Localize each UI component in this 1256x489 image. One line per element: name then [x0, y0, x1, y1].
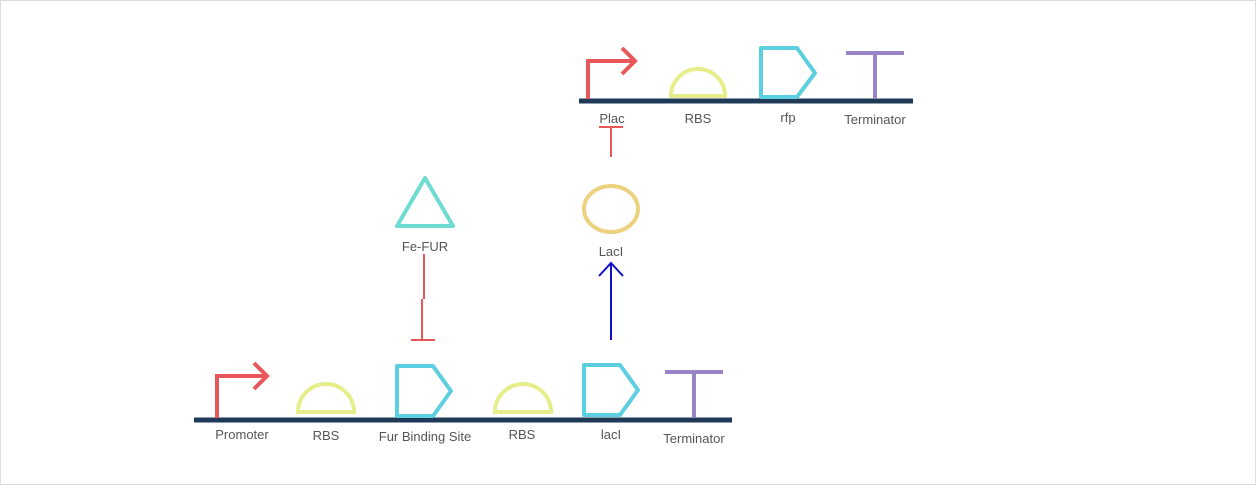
part-label-rbs-2: RBS [509, 427, 536, 442]
part-label-terminator: Terminator [844, 112, 906, 127]
terminator-t-icon [846, 51, 904, 99]
cds-pentagon-icon [759, 46, 817, 99]
promoter-arrow-icon [215, 361, 270, 418]
laci-molecule: LacI [582, 184, 640, 259]
laci-label: LacI [599, 244, 624, 259]
fe-fur-label: Fe-FUR [402, 239, 448, 254]
part-label-fur-binding-site: Fur Binding Site [379, 429, 472, 444]
oval-icon [582, 184, 640, 234]
rbs-semicircle-icon [668, 67, 728, 98]
part-label-rbs: RBS [685, 111, 712, 126]
part-label-promoter: Promoter [215, 427, 269, 442]
rbs-semicircle-icon [295, 382, 357, 414]
part-label-rfp: rfp [780, 110, 795, 125]
part-label-laci-gene: lacI [601, 427, 621, 442]
activation-laci-gene-to-laci [598, 261, 624, 340]
part-label-plac: Plac [599, 111, 625, 126]
part-label-terminator: Terminator [663, 431, 725, 446]
terminator-t-icon [665, 370, 723, 418]
triangle-icon [395, 176, 455, 228]
repression-laci-to-plac [599, 126, 623, 157]
repression-fefur-to-fur-site [411, 254, 435, 341]
part-label-rbs-1: RBS [313, 428, 340, 443]
rbs-semicircle-icon [492, 382, 554, 414]
upper-device: Plac RBS rfp Terminator [579, 46, 913, 127]
fe-fur-molecule: Fe-FUR [395, 176, 455, 254]
cds-pentagon-icon [582, 363, 640, 417]
cds-pentagon-icon [395, 364, 453, 418]
lower-device: Promoter RBS Fur Binding Site RBS lacI T… [194, 361, 732, 446]
promoter-arrow-icon [586, 46, 638, 99]
